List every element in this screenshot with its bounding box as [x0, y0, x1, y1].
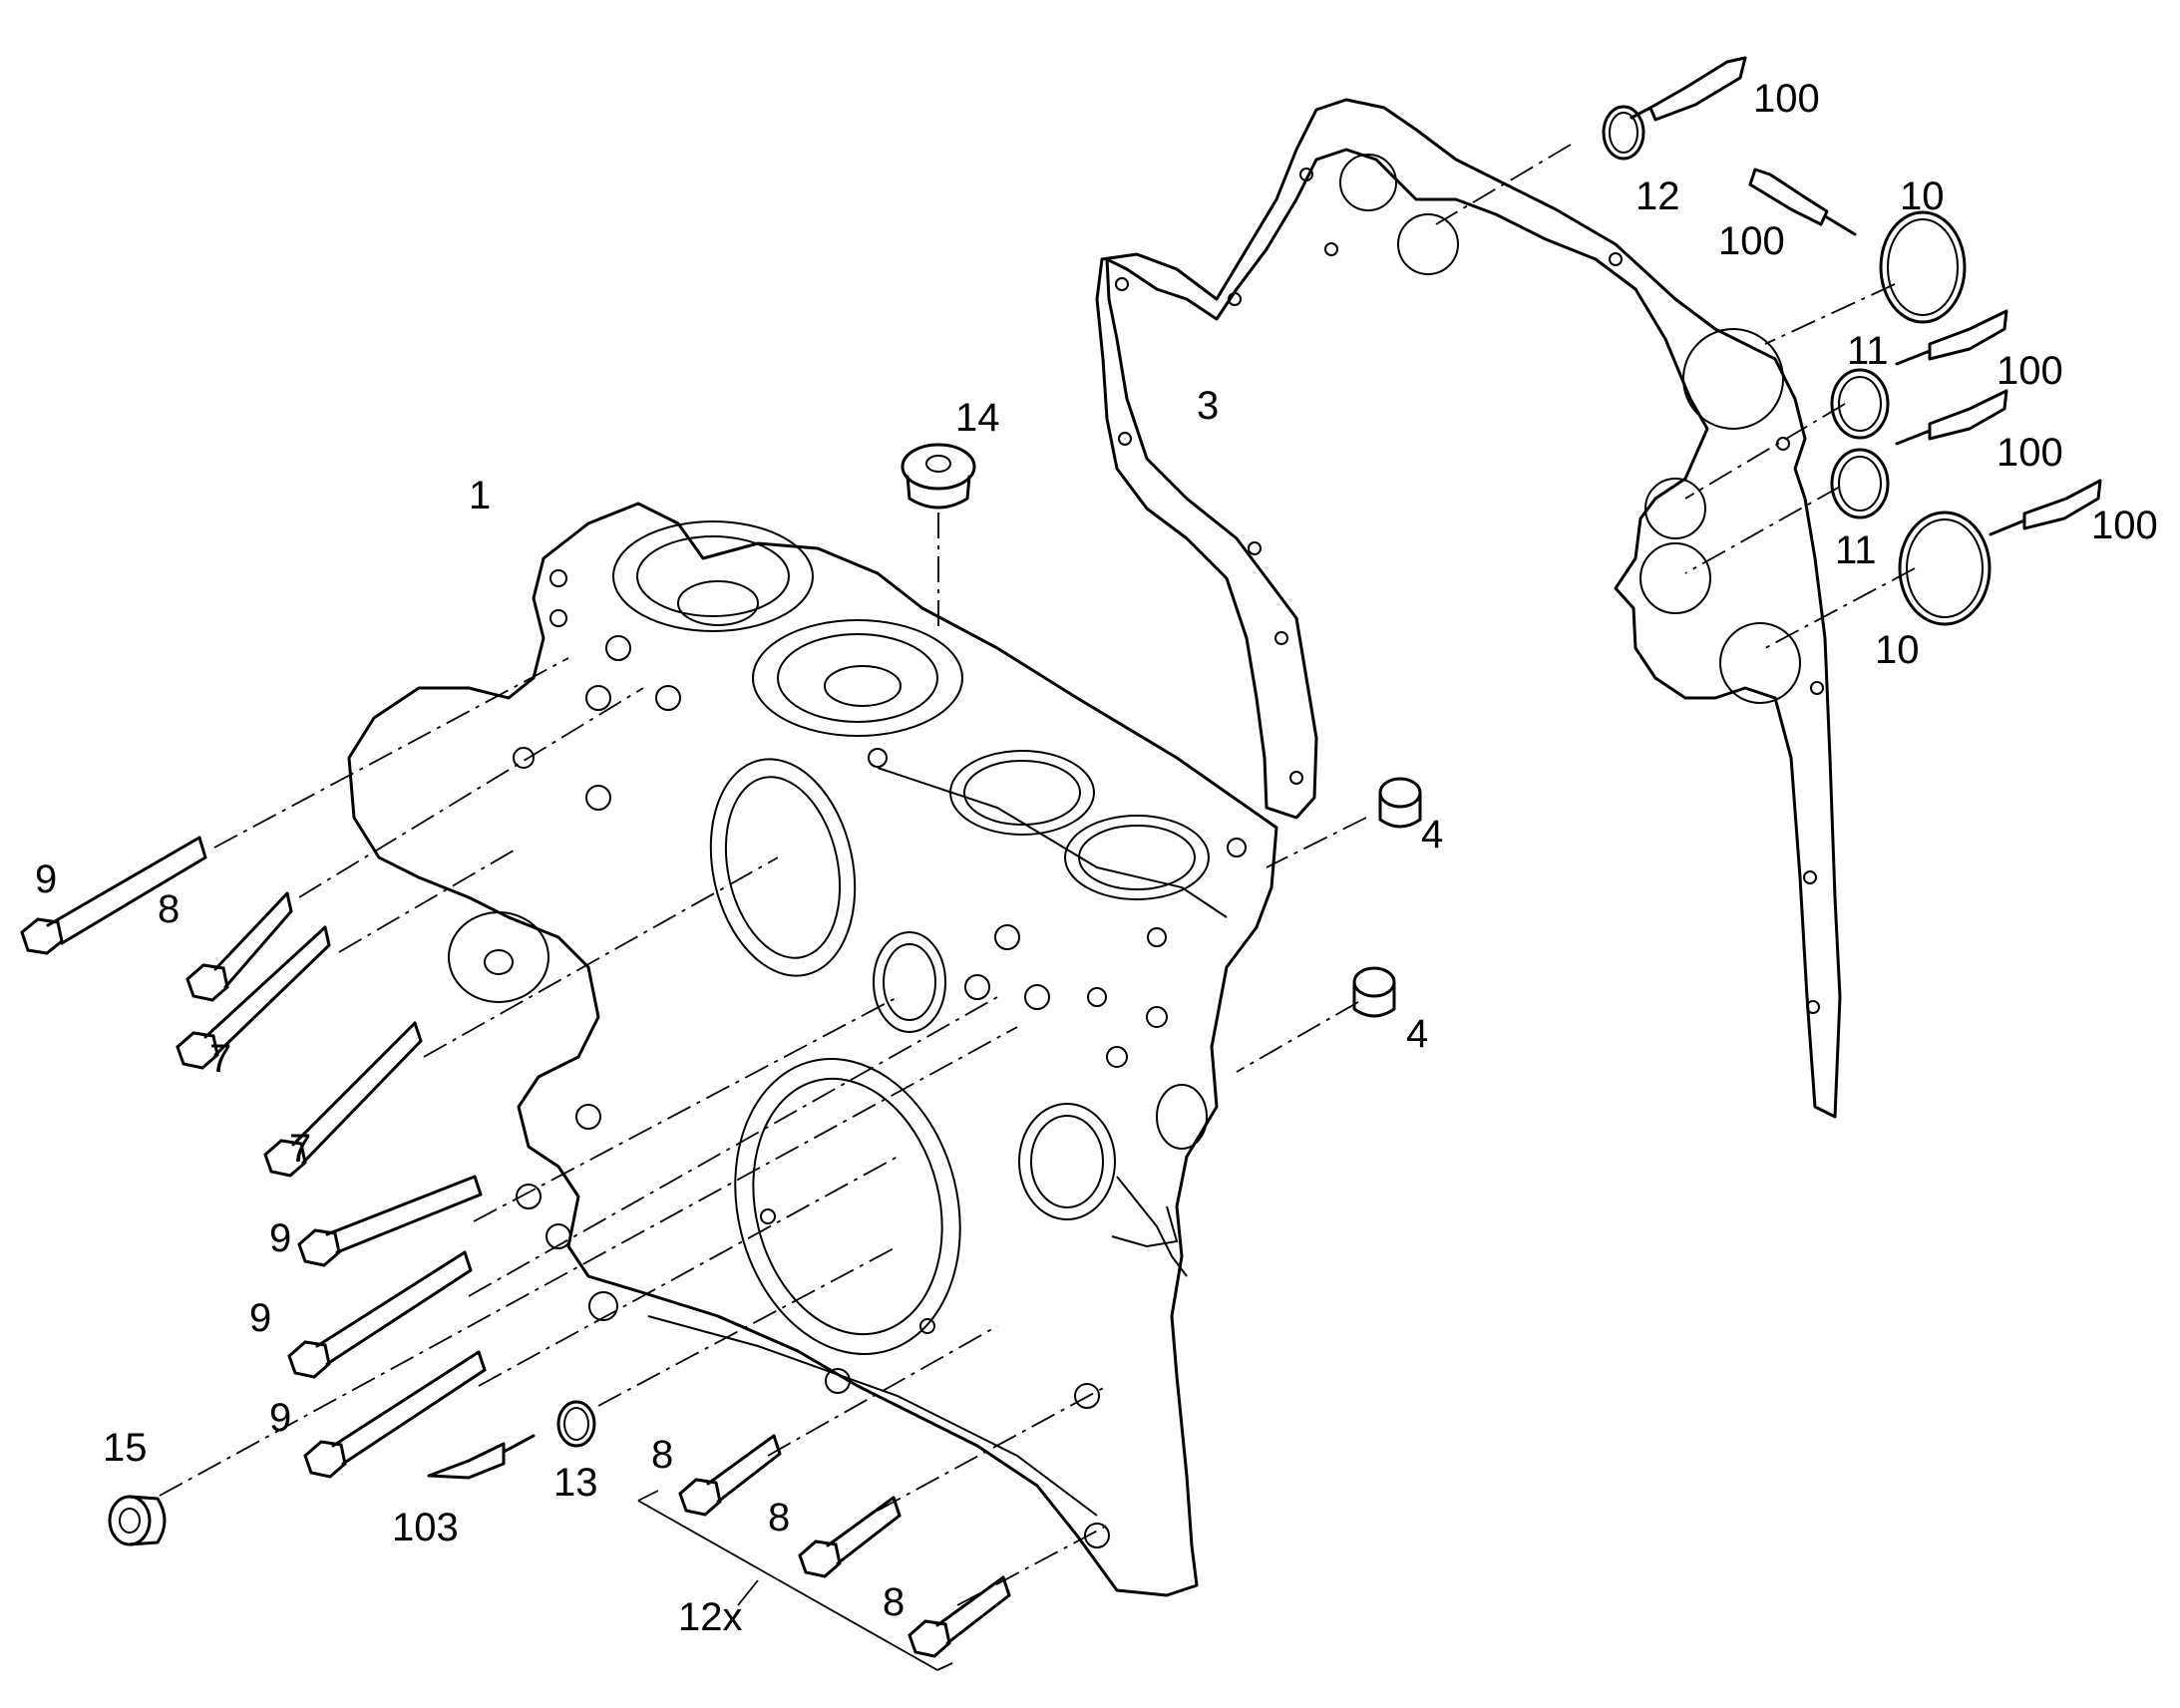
label-11-upper: 11	[1847, 329, 1889, 373]
label-4-lower: 4	[1406, 1012, 1428, 1056]
label-15: 15	[103, 1426, 148, 1470]
bolt-8-upper	[185, 891, 293, 1002]
o-ring-10-upper	[1879, 210, 1967, 324]
sealant-tube-100-c	[1895, 309, 2008, 366]
plug-14	[901, 443, 976, 510]
label-100-e: 100	[2091, 504, 2158, 547]
sealant-tube-100-a	[1630, 56, 1747, 122]
label-8-c: 8	[883, 1580, 905, 1624]
callout-labels: 1 3 4 4 7 7 8 8 8 8 9 9 9 9 10 10 11 11 …	[35, 77, 2158, 1639]
bolt-9-c	[303, 1350, 487, 1479]
label-100-a: 100	[1753, 77, 1820, 121]
label-10-upper: 10	[1900, 174, 1945, 218]
label-8-a: 8	[651, 1433, 673, 1477]
sealant-tube-100-e	[1989, 479, 2102, 536]
o-ring-12	[1602, 105, 1645, 161]
sleeve-4-lower	[1352, 966, 1396, 1018]
label-10-lower: 10	[1875, 628, 1920, 672]
label-100-c: 100	[1997, 349, 2063, 393]
front-cover-gasket	[1095, 98, 1842, 1119]
bolt-8-b	[798, 1496, 902, 1578]
label-1: 1	[469, 474, 491, 517]
bolt-7-lower	[263, 1021, 423, 1178]
label-9-c: 9	[269, 1396, 291, 1440]
sealant-tube-100-b	[1748, 168, 1857, 236]
label-9-upper: 9	[35, 857, 57, 901]
bolt-8-a	[678, 1434, 782, 1517]
bolt-9-upper	[20, 836, 207, 955]
label-9-a: 9	[269, 1216, 291, 1260]
assembly-center-lines	[159, 144, 1916, 1606]
label-13: 13	[553, 1461, 598, 1505]
label-8-upper: 8	[158, 887, 180, 931]
sealant-tube-103	[427, 1434, 536, 1480]
label-14: 14	[955, 396, 1000, 440]
plug-15	[108, 1495, 167, 1546]
sleeve-4-upper	[1378, 777, 1422, 829]
label-103: 103	[392, 1506, 459, 1549]
bolt-9-b	[287, 1250, 473, 1379]
sealant-tube-100-d	[1895, 389, 2008, 446]
label-11-lower: 11	[1835, 528, 1877, 572]
label-8-b: 8	[768, 1496, 790, 1539]
label-100-b: 100	[1718, 219, 1785, 263]
bolt-7-upper	[176, 925, 331, 1070]
label-7-lower: 7	[289, 1127, 311, 1171]
label-4-upper: 4	[1421, 813, 1443, 856]
o-ring-10-lower	[1898, 511, 1992, 626]
label-9-b: 9	[249, 1296, 271, 1340]
label-100-d: 100	[1997, 431, 2063, 475]
label-7-upper: 7	[209, 1037, 231, 1081]
bolt-8-c	[908, 1575, 1011, 1658]
bolt-9-a	[297, 1175, 483, 1267]
label-3: 3	[1197, 384, 1219, 428]
seal-ring-13	[556, 1400, 596, 1448]
gear-case-housing	[347, 502, 1278, 1597]
o-ring-11-lower	[1830, 448, 1890, 519]
label-12x: 12x	[678, 1595, 743, 1639]
bolt-set-bracket-12x	[637, 1490, 953, 1671]
o-ring-11-upper	[1830, 368, 1890, 440]
label-12: 12	[1635, 174, 1680, 218]
